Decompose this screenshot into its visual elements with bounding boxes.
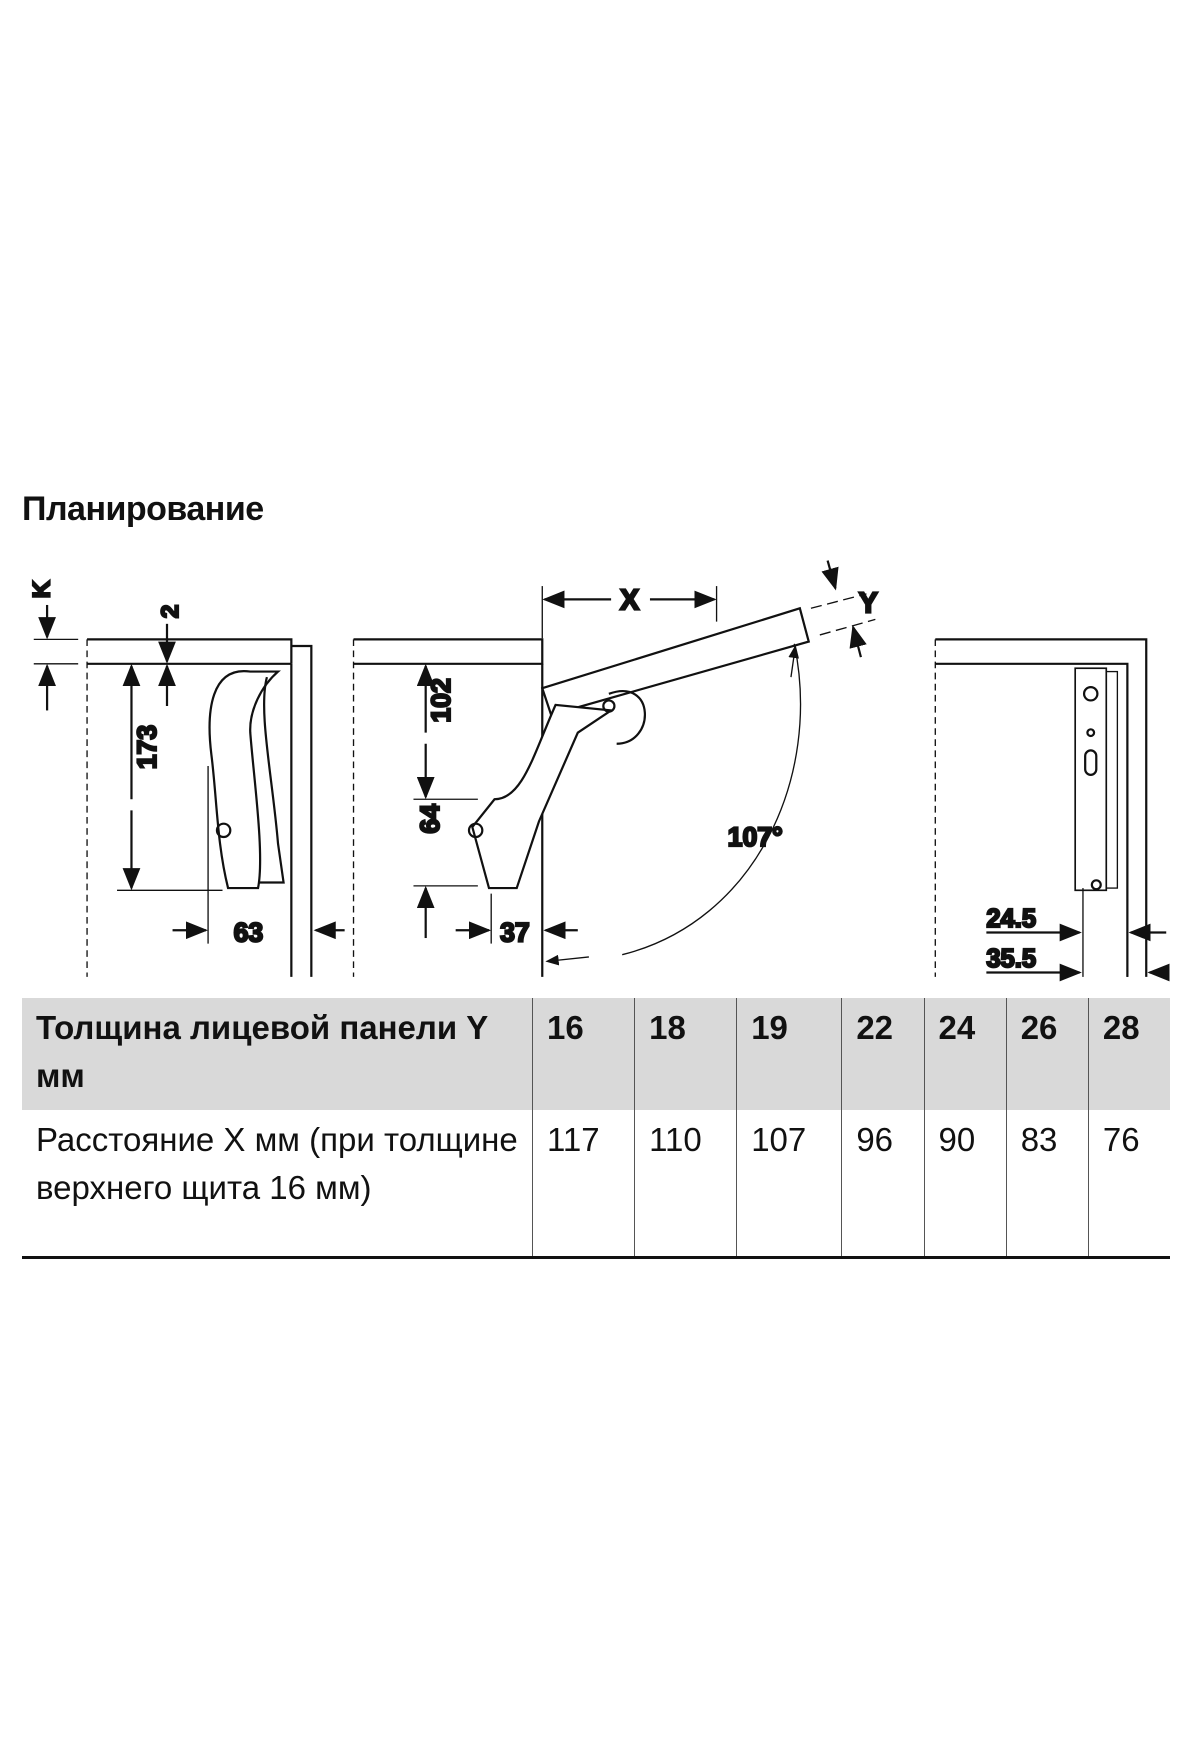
thickness-cell: 24	[923, 998, 1007, 1110]
dim-63: 63	[234, 917, 264, 947]
distance-cell: 117	[531, 1110, 635, 1258]
thickness-distance-table: Толщина лицевой панели Y мм 16 18 19 22 …	[22, 998, 1170, 1259]
distance-cell: 90	[923, 1110, 1007, 1258]
dim-173: 173	[132, 725, 162, 769]
distance-cell: 110	[634, 1110, 737, 1258]
side-bracket-view: 24.5 35.5	[934, 638, 1170, 982]
thickness-cell: 16	[531, 998, 635, 1110]
thickness-cell: 26	[1005, 998, 1089, 1110]
thickness-cell: 22	[841, 998, 925, 1110]
dim-angle: 107°	[728, 822, 783, 852]
dim-y: Y	[859, 588, 878, 620]
hinge-planning-diagram: K 2 173 63 X Y 102 64 37	[27, 560, 1170, 982]
table-header-row: Толщина лицевой панели Y мм 16 18 19 22 …	[22, 998, 1170, 1110]
row-label: Расстояние X мм (при толщине верхнего щи…	[36, 1121, 518, 1206]
distance-cell: 76	[1087, 1110, 1170, 1258]
section-title: Планирование	[22, 490, 264, 528]
dim-2: 2	[157, 605, 184, 619]
dim-37: 37	[500, 917, 530, 947]
thickness-cell: 28	[1087, 998, 1170, 1110]
distance-cell: 107	[736, 1110, 842, 1258]
dim-k: K	[28, 580, 55, 598]
distance-cell: 83	[1005, 1110, 1089, 1258]
dim-64: 64	[415, 804, 445, 834]
closed-hinge-view: K 2 173 63	[27, 579, 345, 977]
dim-24-5: 24.5	[986, 905, 1036, 933]
thickness-cell: 18	[634, 998, 737, 1110]
dim-35-5: 35.5	[986, 945, 1036, 973]
header-label: Толщина лицевой панели Y мм	[36, 1009, 488, 1094]
dim-102: 102	[426, 678, 456, 722]
table-row: Расстояние X мм (при толщине верхнего щи…	[22, 1110, 1170, 1258]
thickness-cell: 19	[736, 998, 842, 1110]
dim-x: X	[620, 584, 639, 616]
open-hinge-view: X Y 102 64 37 107°	[352, 560, 879, 977]
distance-cell: 96	[841, 1110, 925, 1258]
